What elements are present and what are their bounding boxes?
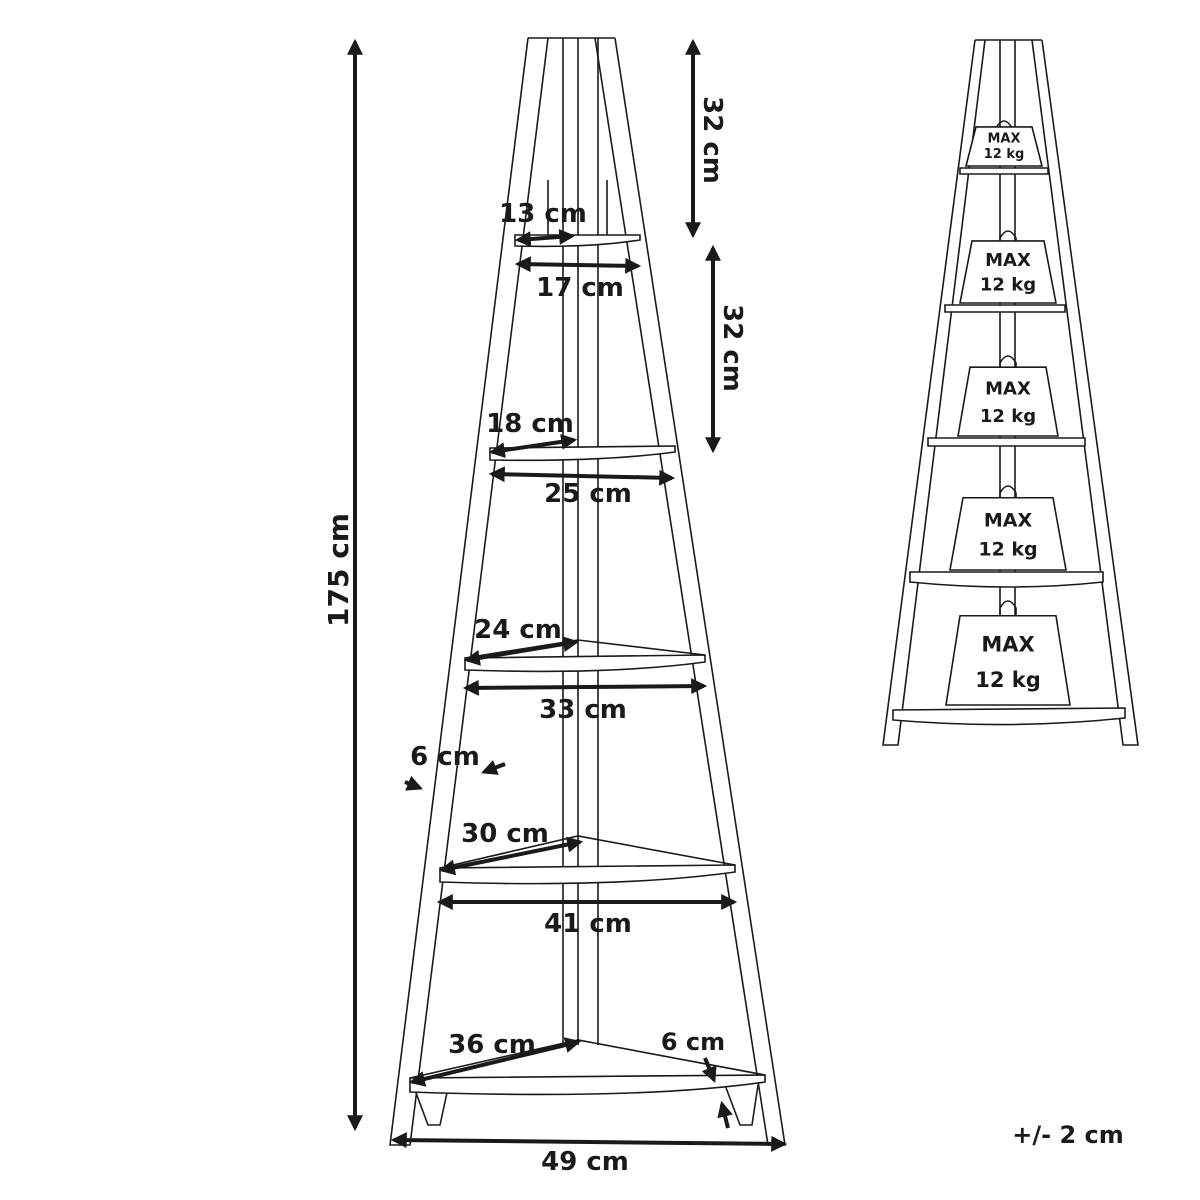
shelf-thickness-label: 6 cm xyxy=(661,1028,725,1056)
weight-label: 12 kg xyxy=(975,668,1041,692)
base-width-arrow xyxy=(390,1132,788,1152)
top-gap-label: 32 cm xyxy=(697,96,727,184)
weight-4: MAX 12 kg xyxy=(949,485,1067,571)
shelf-2-depth: 18 cm xyxy=(486,409,574,439)
max-label: MAX xyxy=(987,132,1020,147)
height-label: 175 cm xyxy=(322,513,355,627)
shelf-4-width: 41 cm xyxy=(544,909,632,939)
max-label: MAX xyxy=(985,250,1031,271)
weight-label: 12 kg xyxy=(984,147,1025,162)
shelf-4 xyxy=(439,864,736,885)
shelf-3 xyxy=(464,654,706,673)
base-width-label: 49 cm xyxy=(541,1147,629,1177)
weight-2: MAX 12 kg xyxy=(959,230,1057,304)
tolerance-label: +/- 2 cm xyxy=(1012,1121,1123,1149)
shelf-gap-label: 32 cm xyxy=(717,304,747,392)
weight-label: 12 kg xyxy=(980,406,1036,427)
shelf-2-width: 25 cm xyxy=(544,479,632,509)
shelf-1-width: 17 cm xyxy=(536,273,624,303)
max-label: MAX xyxy=(984,510,1033,532)
shelf-5-depth: 36 cm xyxy=(448,1030,536,1060)
weight-label: 12 kg xyxy=(980,275,1036,296)
shelf-3-depth: 24 cm xyxy=(474,615,562,645)
max-label: MAX xyxy=(981,632,1034,656)
shelf-frame xyxy=(389,37,786,1146)
leg-width-label: 6 cm xyxy=(410,742,480,772)
weight-label: 12 kg xyxy=(978,539,1037,561)
load-diagram xyxy=(882,39,1139,746)
shelf-4-depth: 30 cm xyxy=(461,819,549,849)
weight-3: MAX 12 kg xyxy=(957,355,1059,437)
shelf-1-depth: 13 cm xyxy=(499,199,587,229)
weight-5: MAX 12 kg xyxy=(945,600,1071,706)
max-label: MAX xyxy=(985,379,1031,400)
shelf-3-width: 33 cm xyxy=(539,695,627,725)
